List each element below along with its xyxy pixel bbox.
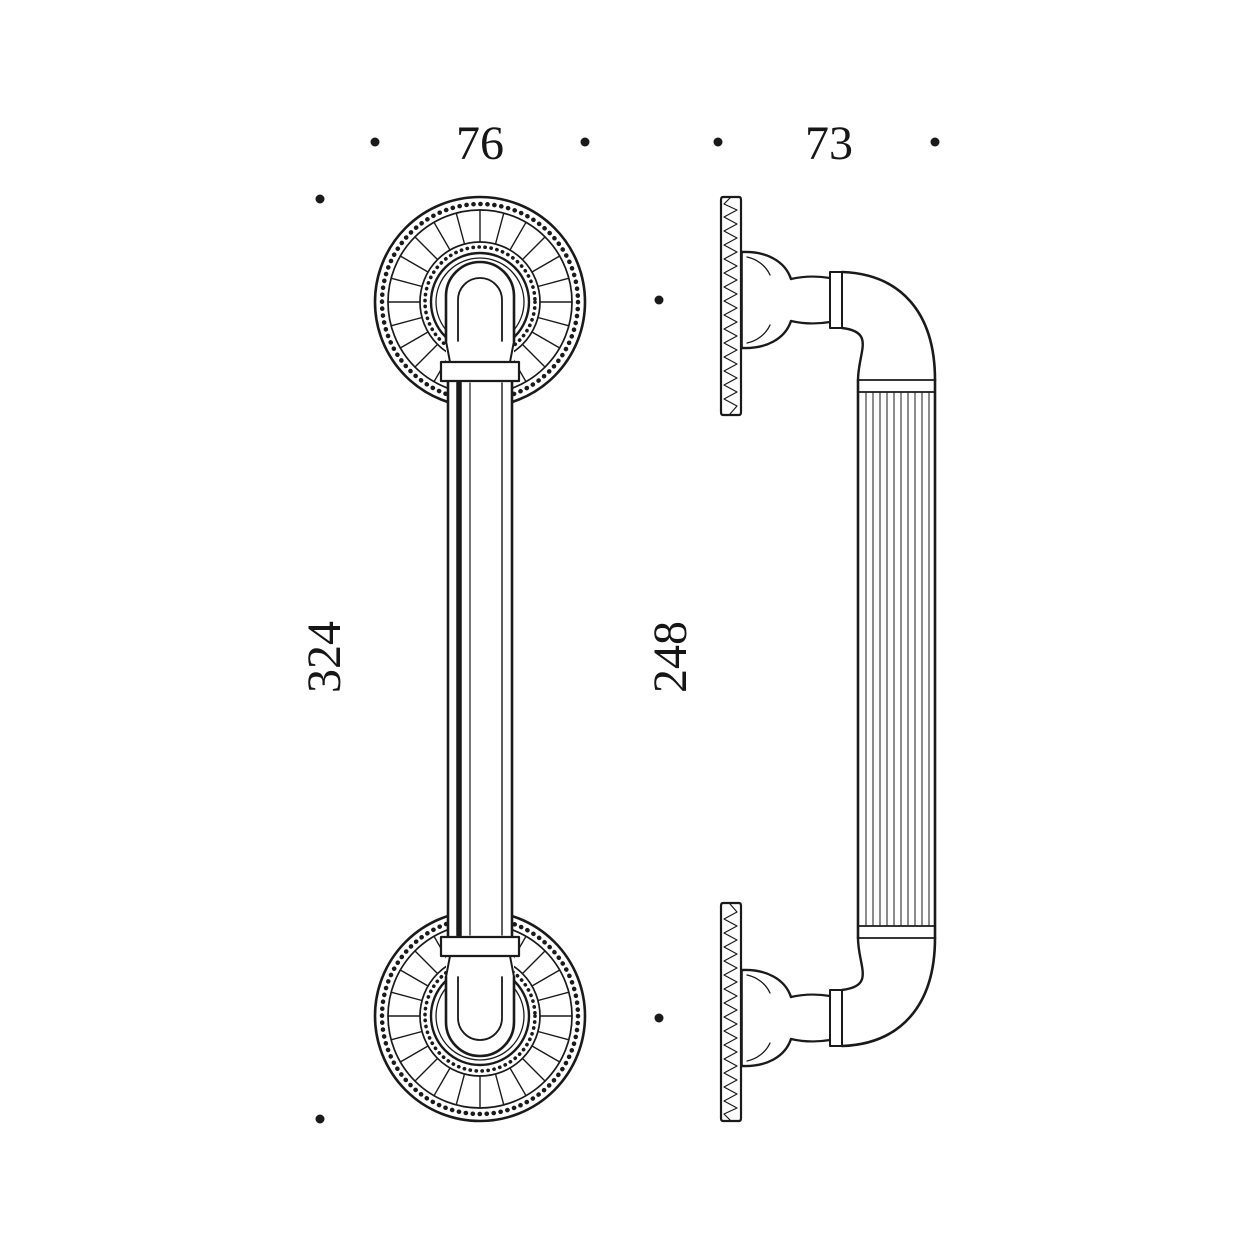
dim-dot [654, 295, 664, 305]
front-view [375, 197, 585, 1121]
dim-dot [713, 137, 723, 147]
dim-dot [315, 194, 325, 204]
dim-dot [930, 137, 940, 147]
dim-dot [580, 137, 590, 147]
handle-grip-front [446, 379, 514, 939]
reference-dots [315, 137, 940, 1124]
dim-front-width: 76 [456, 117, 504, 170]
side-view [719, 195, 937, 1123]
top-neck-collar [439, 260, 521, 383]
dim-side-width: 73 [805, 117, 853, 170]
dim-dot [370, 137, 380, 147]
bottom-neck-collar [439, 935, 521, 1058]
dim-dot [654, 1013, 664, 1023]
dimension-labels: 76 73 324 248 [298, 117, 853, 693]
dim-side-height: 248 [644, 621, 697, 693]
dim-dot [315, 1114, 325, 1124]
handle-grip-side [856, 378, 937, 940]
dim-front-height: 324 [298, 621, 351, 693]
